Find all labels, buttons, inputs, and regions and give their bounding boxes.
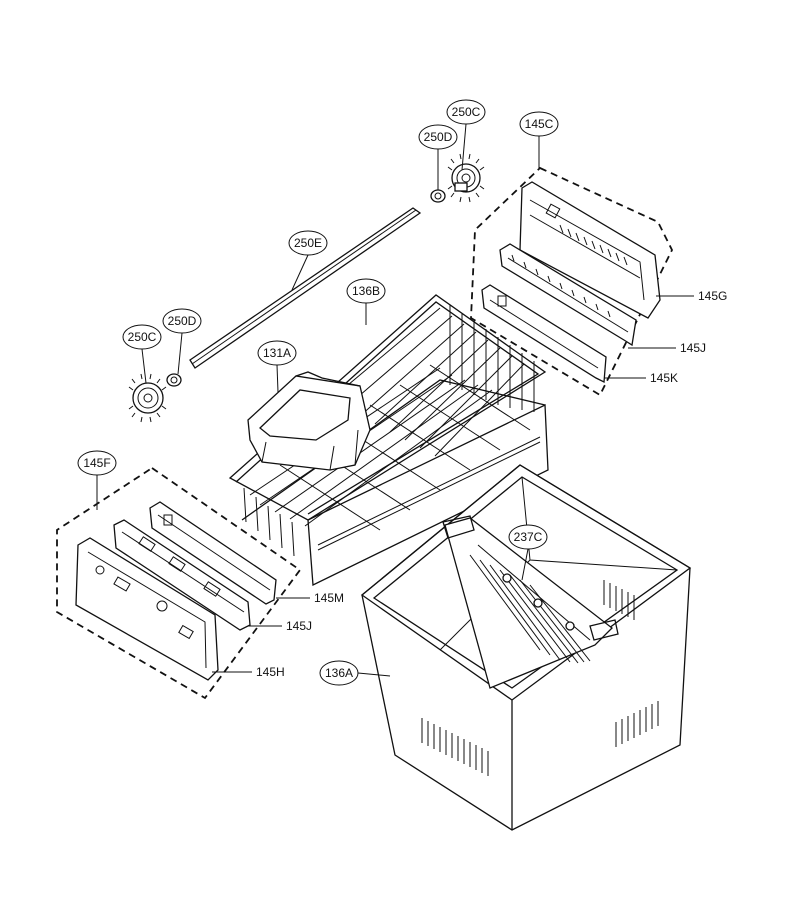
callout-136b-text: 136B [352,284,380,298]
axle-rod-250e [189,207,422,369]
gear-250c-left [128,373,167,423]
bushing-250d-left [166,373,182,387]
slide-rail-145j-left [113,519,251,631]
label-145m: 145M [314,591,344,605]
label-145h: 145H [256,665,285,679]
callout-131a: 131A [257,340,297,366]
bushing-250d-top [430,189,446,203]
label-145k: 145K [650,371,678,385]
callout-145f-text: 145F [83,456,110,470]
gear-250c-top [447,153,485,203]
callout-145c: 145C [519,111,559,137]
slide-rail-145j-right [499,243,637,347]
rail-cover-145h [75,537,219,681]
label-145j-left: 145J [286,619,312,633]
callout-250c-top-text: 250C [452,105,481,119]
callout-237c-text: 237C [514,530,543,544]
callout-250e: 250E [288,230,328,256]
callout-250d-left: 250D [162,308,202,334]
small-bin-131a [247,371,371,471]
slide-rail-145m [149,501,277,605]
label-group: 145G 145J 145K 145M 145J 145H [256,289,727,679]
callout-250d-left-text: 250D [168,314,197,328]
label-145j-right: 145J [680,341,706,355]
callout-250d-top-text: 250D [424,130,453,144]
callout-145c-text: 145C [525,117,554,131]
callout-136b: 136B [346,278,386,304]
callout-145f: 145F [77,450,117,476]
callout-250c-top: 250C [446,99,486,125]
group-boundary-145f [56,466,302,700]
callout-250c-left-text: 250C [128,330,157,344]
label-145g: 145G [698,289,727,303]
callout-131a-text: 131A [263,346,291,360]
divider-237c [442,515,619,689]
slide-rail-145k [481,284,607,384]
leader-lines [96,123,694,677]
callout-237c: 237C [508,524,548,550]
callout-250d-top: 250D [418,124,458,150]
callout-136a: 136A [319,660,359,686]
callout-250c-left: 250C [122,324,162,350]
callout-250e-text: 250E [294,236,322,250]
callout-136a-text: 136A [325,666,353,680]
